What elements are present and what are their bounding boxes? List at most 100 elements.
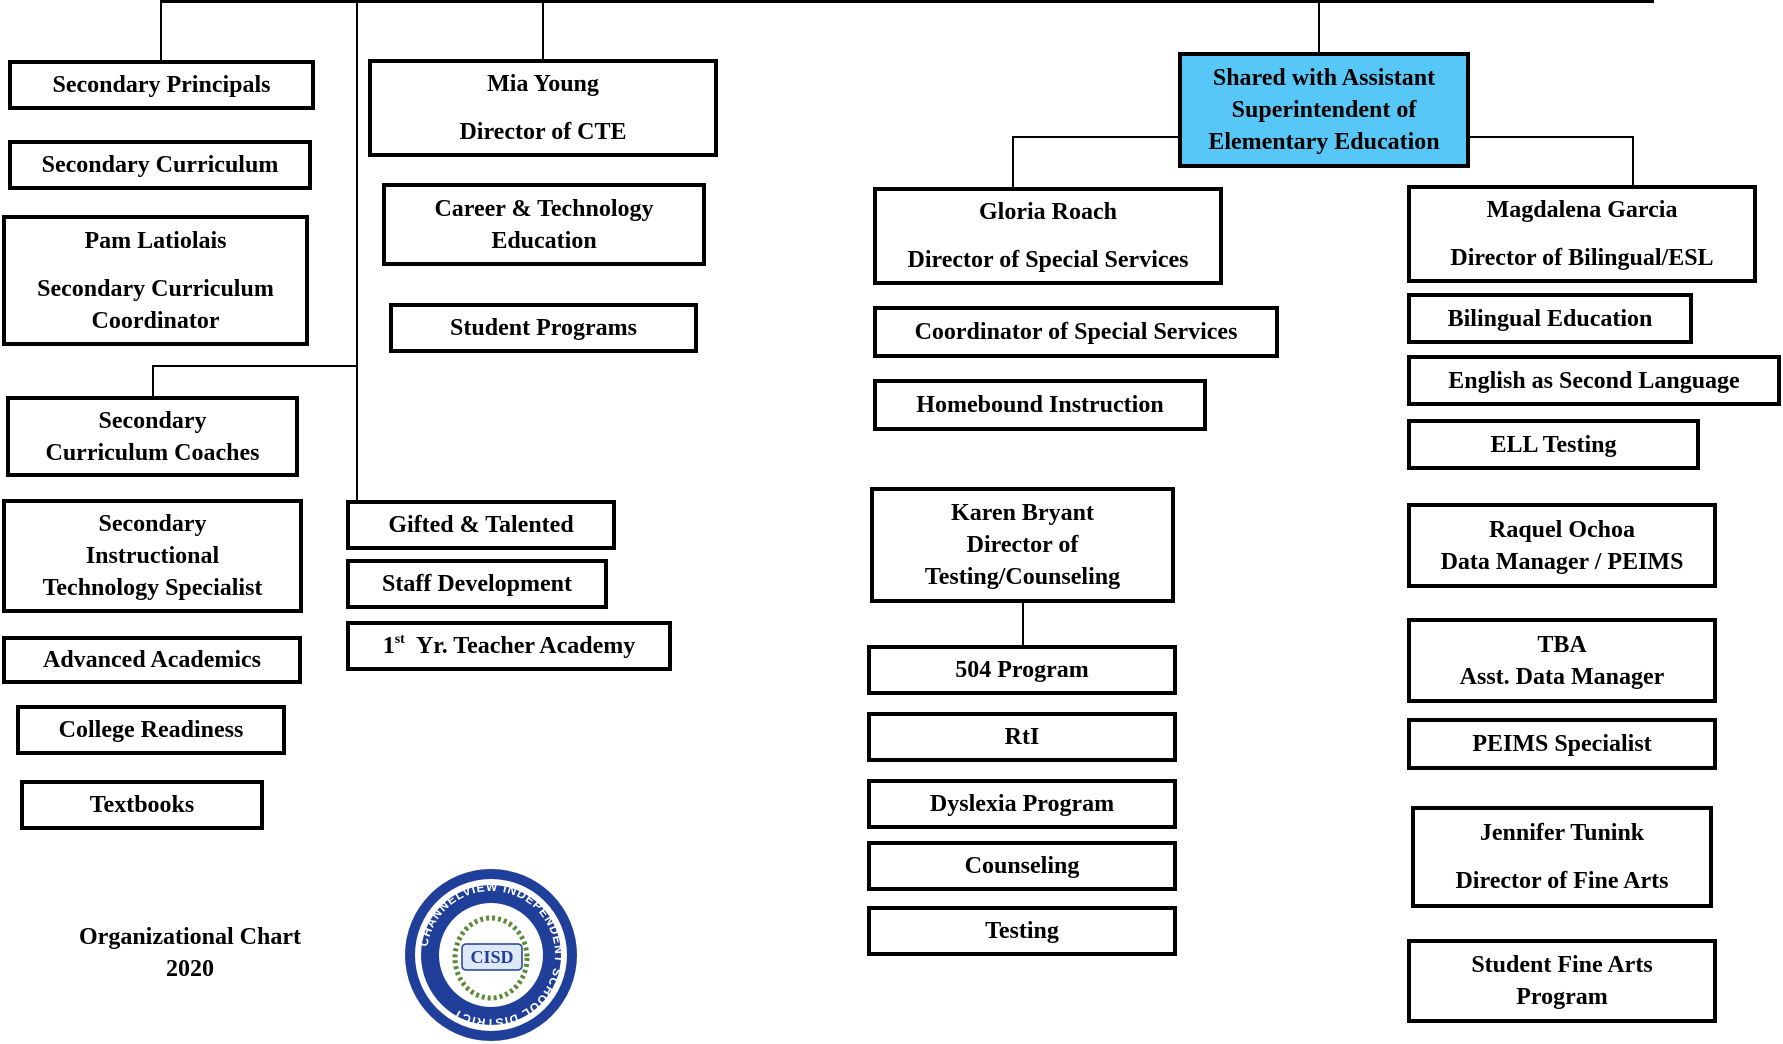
box-label: Student Programs (450, 315, 637, 341)
box-gloria-roach: Gloria Roach Director of Special Service… (873, 187, 1223, 285)
person-name: Raquel Ochoa (1488, 516, 1635, 543)
box-label: Instructional (85, 543, 220, 569)
box-label: Advanced Academics (43, 647, 261, 673)
person-title: Director of Fine Arts (1455, 868, 1669, 894)
box-raquel-ochoa: Raquel Ochoa Data Manager / PEIMS (1407, 503, 1717, 588)
box-label: Technology Specialist (42, 575, 263, 601)
person-title: Director of CTE (459, 119, 627, 145)
person-name: Pam Latiolais (84, 227, 227, 254)
box-label: Textbooks (89, 792, 195, 818)
box-label: Career & Technology (434, 195, 654, 222)
box-karen-bryant: Karen Bryant Director of Testing/Counsel… (870, 487, 1175, 603)
person-title: Data Manager / PEIMS (1440, 548, 1684, 575)
box-gifted-talented: Gifted & Talented (346, 500, 616, 550)
box-bilingual-education: Bilingual Education (1407, 293, 1693, 344)
box-instructional-technology: Secondary Instructional Technology Speci… (2, 499, 303, 613)
box-student-programs: Student Programs (389, 303, 698, 353)
box-label: Superintendent of (1231, 97, 1417, 123)
connector (1318, 0, 1320, 54)
box-ell-testing: ELL Testing (1407, 419, 1700, 470)
connector (152, 365, 358, 367)
chart-caption: Organizational Chart 2020 (40, 921, 340, 985)
top-connector (160, 0, 1654, 3)
box-advanced-academics: Advanced Academics (2, 636, 302, 684)
box-shared-assistant-superintendent: Shared with Assistant Superintendent of … (1178, 52, 1470, 168)
box-jennifer-tunink: Jennifer Tunink Director of Fine Arts (1411, 806, 1713, 908)
connector (542, 0, 544, 60)
person-title: Coordinator (91, 307, 220, 334)
box-magdalena-garcia: Magdalena Garcia Director of Bilingual/E… (1407, 185, 1757, 283)
box-label: Staff Development (382, 571, 572, 597)
box-english-second-language: English as Second Language (1407, 355, 1781, 406)
box-staff-development: Staff Development (346, 559, 608, 609)
box-label: Curriculum Coaches (45, 439, 260, 466)
connector (356, 0, 358, 502)
box-label: College Readiness (58, 717, 244, 743)
box-label: RtI (1004, 724, 1040, 750)
box-label: Shared with Assistant (1212, 65, 1436, 91)
person-name: Gloria Roach (979, 199, 1117, 225)
person-title: Asst. Data Manager (1459, 663, 1665, 690)
box-label: Secondary (98, 407, 207, 434)
box-teacher-academy: 1st Yr. Teacher Academy (346, 621, 672, 671)
box-label: Secondary Curriculum (41, 152, 279, 178)
box-label: English as Second Language (1448, 367, 1740, 394)
connector (152, 365, 154, 397)
box-label: Program (1516, 984, 1608, 1010)
laurel-wreath (452, 915, 530, 1001)
box-college-readiness: College Readiness (16, 705, 286, 755)
person-name: Karen Bryant (951, 500, 1094, 526)
box-label: PEIMS Specialist (1472, 731, 1652, 757)
caption-line: 2020 (166, 956, 214, 982)
person-title: Director of Bilingual/ESL (1450, 245, 1714, 271)
box-label: Education (491, 227, 597, 254)
box-label: Dyslexia Program (929, 791, 1115, 817)
box-student-fine-arts: Student Fine Arts Program (1407, 939, 1717, 1023)
box-label: 504 Program (955, 657, 1089, 683)
box-dyslexia-program: Dyslexia Program (867, 779, 1177, 829)
box-coordinator-special-services: Coordinator of Special Services (873, 306, 1279, 358)
box-504-program: 504 Program (867, 645, 1177, 695)
box-textbooks: Textbooks (20, 780, 264, 830)
caption-line: Organizational Chart (79, 924, 301, 950)
box-secondary-curriculum-coaches: Secondary Curriculum Coaches (6, 396, 299, 477)
box-mia-young: Mia Young Director of CTE (368, 59, 718, 157)
box-peims-specialist: PEIMS Specialist (1407, 718, 1717, 770)
box-label: Gifted & Talented (388, 512, 574, 538)
person-name: Jennifer Tunink (1479, 820, 1645, 846)
box-secondary-curriculum: Secondary Curriculum (8, 140, 312, 190)
box-label: Coordinator of Special Services (914, 319, 1238, 345)
box-label: Secondary (98, 511, 207, 537)
svg-text:CISD: CISD (470, 947, 513, 967)
box-label: Bilingual Education (1447, 305, 1653, 332)
person-name: TBA (1537, 631, 1587, 658)
connector (1632, 136, 1634, 188)
box-label: Student Fine Arts (1471, 952, 1653, 978)
district-seal-logo: CHANNELVIEW INDEPENDENT SCHOOL DISTRICT … (405, 869, 577, 1041)
person-title: Director of (966, 532, 1079, 558)
box-tba: TBA Asst. Data Manager (1407, 618, 1717, 703)
person-title: Secondary Curriculum (37, 275, 274, 302)
person-name: Magdalena Garcia (1486, 197, 1678, 223)
box-testing: Testing (867, 906, 1177, 956)
box-career-technology: Career & Technology Education (382, 183, 706, 266)
box-label: ELL Testing (1490, 431, 1617, 458)
connector (1466, 136, 1634, 138)
box-label: 1st Yr. Teacher Academy (382, 632, 636, 660)
connector (1012, 136, 1182, 138)
box-label: Testing (985, 918, 1059, 944)
box-homebound-instruction: Homebound Instruction (873, 379, 1207, 431)
box-counseling: Counseling (867, 841, 1177, 891)
box-rti: RtI (867, 712, 1177, 762)
box-pam-latiolais: Pam Latiolais Secondary Curriculum Coord… (2, 215, 309, 346)
person-name: Mia Young (487, 71, 599, 97)
box-label: Homebound Instruction (916, 392, 1164, 418)
box-label: Counseling (964, 853, 1080, 879)
box-secondary-principals: Secondary Principals (8, 60, 315, 110)
person-title: Director of Special Services (907, 247, 1189, 273)
connector (1022, 600, 1024, 646)
box-label: Secondary Principals (52, 72, 271, 98)
connector (160, 0, 162, 60)
person-title: Testing/Counseling (924, 564, 1121, 590)
